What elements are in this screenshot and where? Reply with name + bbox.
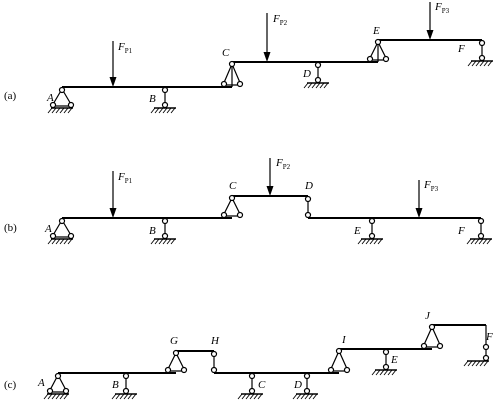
label-D-a: D <box>302 68 311 80</box>
svg-text:FP1: FP1 <box>117 41 133 55</box>
label-C-c: C <box>258 379 266 391</box>
label-E-a: E <box>372 25 380 37</box>
support-B <box>150 86 177 114</box>
svg-text:FP3: FP3 <box>423 179 439 193</box>
support-B-c <box>111 372 138 400</box>
caption-b: (b) <box>4 222 17 234</box>
load-FP3-b: FP3 <box>415 179 439 218</box>
support-C-c <box>237 372 264 400</box>
hinge-E <box>366 38 390 63</box>
label-F-c: F <box>485 331 493 343</box>
label-A-b: A <box>44 223 52 235</box>
label-C-b: C <box>229 180 237 192</box>
svg-text:FP2: FP2 <box>275 157 291 171</box>
load-FP1-b: FP1 <box>109 171 133 218</box>
hinge-D-b <box>304 195 312 219</box>
label-J-c: J <box>425 310 431 322</box>
label-E-c: E <box>390 354 398 366</box>
hinge-G <box>164 349 188 374</box>
hinge-I <box>327 347 351 374</box>
support-B-b <box>150 217 177 245</box>
hinge-C-b <box>220 194 244 219</box>
figure-c: (c) <box>4 310 493 400</box>
hinge-C <box>220 60 244 88</box>
svg-text:FP3: FP3 <box>434 1 450 15</box>
label-E-b: E <box>353 225 361 237</box>
figure-b: (b) <box>4 157 493 245</box>
figure-a: (a) <box>4 1 494 114</box>
hinge-J <box>420 323 444 350</box>
label-D-b: D <box>304 180 313 192</box>
hinge-H <box>210 350 218 374</box>
label-I-c: I <box>341 334 347 346</box>
support-F-b <box>466 217 493 245</box>
support-F <box>467 39 494 67</box>
support-A-c <box>43 372 70 400</box>
label-D-c: D <box>293 379 302 391</box>
label-C-a: C <box>222 47 230 59</box>
support-E-c <box>371 348 398 376</box>
load-FP3-a: FP3 <box>426 1 450 40</box>
support-A <box>47 86 75 114</box>
load-FP2-b: FP2 <box>266 157 291 196</box>
load-FP1-a: FP1 <box>109 41 133 87</box>
caption-a: (a) <box>4 90 17 102</box>
label-F-a: F <box>457 43 465 55</box>
label-G-c: G <box>170 335 178 347</box>
label-B-a: B <box>149 93 156 105</box>
support-D-c <box>292 372 319 400</box>
svg-text:FP2: FP2 <box>272 13 288 27</box>
label-B-b: B <box>149 225 156 237</box>
label-A-c: A <box>37 377 45 389</box>
label-A-a: A <box>46 92 54 104</box>
support-A-b <box>47 217 75 245</box>
label-H-c: H <box>210 335 220 347</box>
label-F-b: F <box>457 225 465 237</box>
support-F-c <box>463 343 490 367</box>
load-FP2-a: FP2 <box>263 13 288 62</box>
label-B-c: B <box>112 379 119 391</box>
support-E-b <box>357 217 384 245</box>
caption-c: (c) <box>4 379 17 391</box>
support-D <box>303 61 330 89</box>
svg-text:FP1: FP1 <box>117 171 133 185</box>
